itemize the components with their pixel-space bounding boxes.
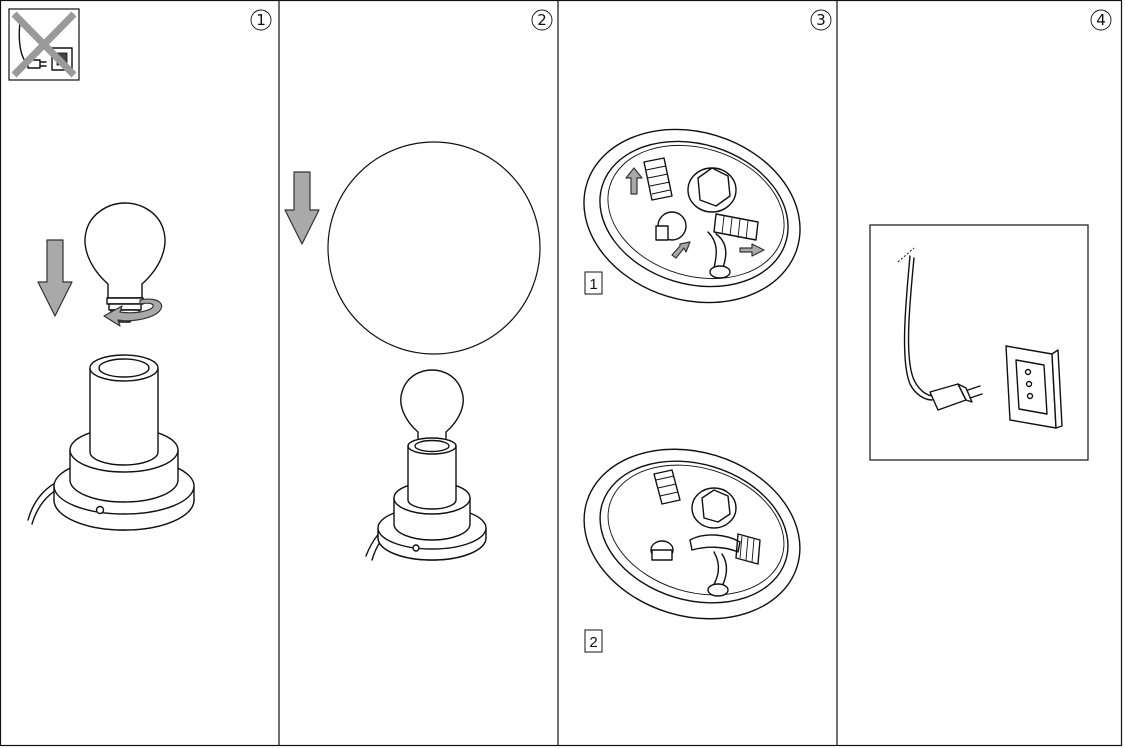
lamp-underside-icon <box>583 448 801 620</box>
sub-step-label-2: 2 <box>584 629 603 653</box>
light-bulb-icon <box>84 202 166 327</box>
svg-text:4: 4 <box>1096 11 1106 29</box>
lamp-underside-icon <box>583 128 801 304</box>
plug-and-socket-icon <box>869 224 1089 461</box>
svg-text:1: 1 <box>589 276 597 293</box>
step-number-3: 3 <box>810 9 832 31</box>
step-number-4: 4 <box>1090 9 1112 31</box>
svg-text:1: 1 <box>256 11 266 29</box>
svg-text:2: 2 <box>589 634 597 651</box>
down-arrow-icon <box>284 171 320 245</box>
step-number-1: 1 <box>250 9 272 31</box>
glass-globe-icon <box>327 141 541 355</box>
svg-text:3: 3 <box>816 11 826 29</box>
svg-text:2: 2 <box>537 11 547 29</box>
unplug-before-service-icon <box>8 8 80 81</box>
light-bulb-icon <box>400 369 464 443</box>
sub-step-label-1: 1 <box>584 271 603 295</box>
lamp-base-icon <box>365 437 487 561</box>
step-number-2: 2 <box>531 9 553 31</box>
lamp-base-icon <box>27 354 195 531</box>
down-arrow-icon <box>37 239 73 317</box>
